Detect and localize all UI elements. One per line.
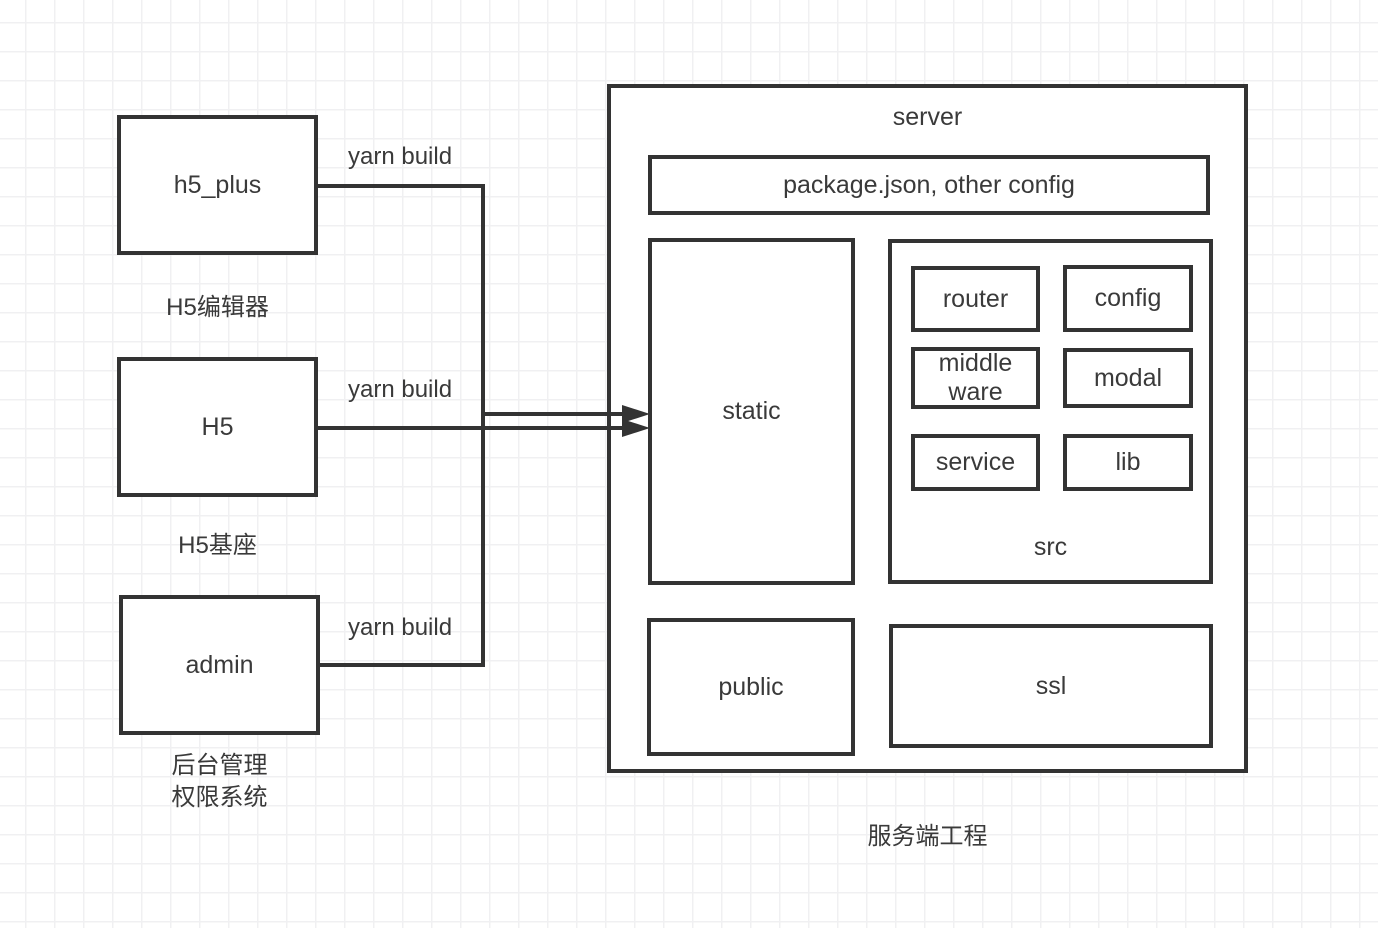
edge-label-yarn-build-1: yarn build <box>348 143 453 170</box>
node-package-config-label: package.json, other config <box>783 170 1075 199</box>
node-service[interactable]: service <box>911 434 1040 491</box>
node-config-label: config <box>1094 284 1162 312</box>
node-public-label: public <box>718 672 784 701</box>
node-src-label: src <box>1033 533 1068 561</box>
caption-h5: H5基座 <box>178 532 257 559</box>
node-ssl-label: ssl <box>1035 671 1067 700</box>
node-ssl[interactable]: ssl <box>889 624 1213 748</box>
caption-admin-line1: 后台管理 <box>171 752 268 779</box>
node-lib[interactable]: lib <box>1063 434 1193 491</box>
caption-server: 服务端工程 <box>867 823 988 850</box>
caption-admin: 后台管理 权限系统 <box>119 750 320 814</box>
node-config[interactable]: config <box>1063 265 1193 332</box>
edge-label-yarn-build-2: yarn build <box>348 376 453 403</box>
node-admin-label: admin <box>185 650 254 679</box>
edge-label-yarn-build-3: yarn build <box>348 614 453 641</box>
node-modal[interactable]: modal <box>1063 348 1193 408</box>
node-h5plus-label: h5_plus <box>173 170 262 199</box>
node-modal-label: modal <box>1093 363 1163 392</box>
node-h5[interactable]: H5 <box>117 357 318 497</box>
node-router[interactable]: router <box>911 266 1040 332</box>
node-server-title: server <box>892 103 963 131</box>
node-router-label: router <box>942 284 1009 313</box>
node-admin[interactable]: admin <box>119 595 320 735</box>
node-h5-label: H5 <box>201 412 234 441</box>
node-public[interactable]: public <box>647 618 855 756</box>
caption-h5plus: H5编辑器 <box>166 294 269 321</box>
node-middleware-label: middle ware <box>938 349 1013 406</box>
caption-admin-line2: 权限系统 <box>171 784 268 811</box>
node-middleware[interactable]: middle ware <box>911 347 1040 409</box>
node-h5plus[interactable]: h5_plus <box>117 115 318 255</box>
edge-h5plus-admin-trunk <box>318 184 485 667</box>
node-service-label: service <box>935 448 1016 476</box>
node-lib-label: lib <box>1115 448 1141 476</box>
node-static[interactable]: static <box>648 238 855 585</box>
node-static-label: static <box>722 397 781 425</box>
node-package-config[interactable]: package.json, other config <box>648 155 1210 215</box>
